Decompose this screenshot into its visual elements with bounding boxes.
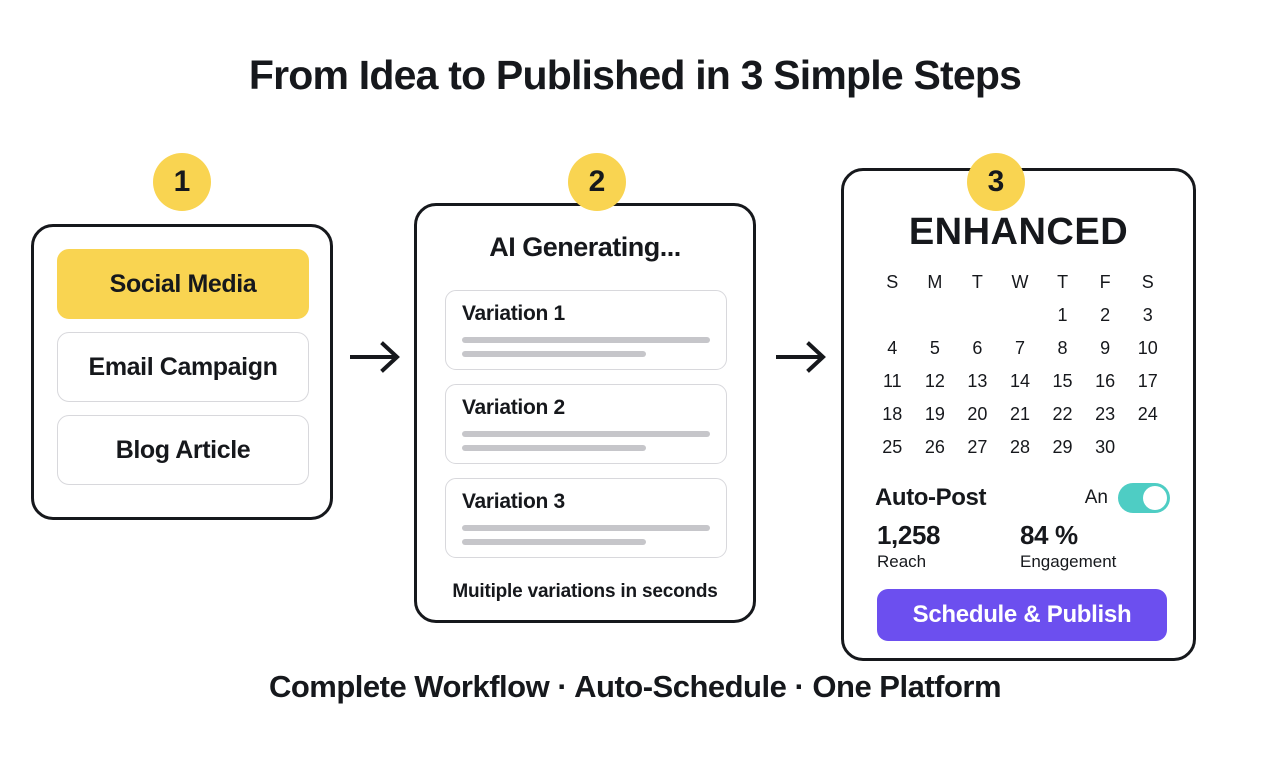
- calendar-day[interactable]: 19: [924, 404, 945, 424]
- calendar-day[interactable]: 14: [1009, 371, 1030, 391]
- calendar-day[interactable]: 9: [1100, 338, 1111, 358]
- option-social-media-label: Social Media: [109, 269, 257, 298]
- calendar-day[interactable]: 15: [1052, 371, 1073, 391]
- variations-caption: Muitiple variations in seconds: [452, 581, 718, 602]
- stat-engagement: 84 % Engagement: [1020, 520, 1163, 572]
- calendar-day[interactable]: 2: [1100, 305, 1111, 325]
- toggle-knob: [1143, 486, 1167, 510]
- calendar-weekday-header: T: [971, 272, 983, 292]
- skeleton-line: [462, 539, 646, 545]
- calendar-day[interactable]: 24: [1137, 404, 1158, 424]
- skeleton-line: [462, 525, 710, 531]
- calendar-day-empty: [914, 305, 957, 326]
- skeleton-line: [462, 445, 646, 451]
- calendar-day-empty: [956, 305, 999, 326]
- stat-reach-label: Reach: [877, 552, 927, 572]
- skeleton-line: [462, 351, 646, 357]
- variation-item-1[interactable]: Variation 1: [445, 290, 727, 370]
- calendar-weekday-header: M: [927, 272, 943, 292]
- auto-post-toggle[interactable]: [1118, 483, 1170, 513]
- calendar-weekday-header: F: [1099, 272, 1111, 292]
- enhanced-title: ENHANCED: [908, 211, 1129, 253]
- calendar-day[interactable]: 22: [1052, 404, 1073, 424]
- option-blog-article[interactable]: Blog Article: [57, 415, 309, 485]
- calendar-day[interactable]: 27: [967, 437, 988, 457]
- variation-item-3[interactable]: Variation 3: [445, 478, 727, 558]
- stats-row: 1,258 Reach 84 % Engagement: [877, 520, 1177, 572]
- auto-post-row: Auto-Post An: [875, 483, 1170, 513]
- calendar-day[interactable]: 26: [924, 437, 945, 457]
- page-title: From Idea to Published in 3 Simple Steps: [248, 52, 1022, 98]
- arrow-right-icon-1: [350, 340, 406, 374]
- calendar-day[interactable]: 10: [1137, 338, 1158, 358]
- option-email-campaign-label: Email Campaign: [88, 352, 278, 381]
- calendar-day[interactable]: 30: [1095, 437, 1116, 457]
- skeleton-line: [462, 431, 710, 437]
- calendar-day[interactable]: 17: [1137, 371, 1158, 391]
- auto-post-label: Auto-Post: [875, 484, 987, 511]
- calendar-day[interactable]: 7: [1014, 338, 1025, 358]
- calendar-weekday-header: S: [886, 272, 899, 292]
- variation-item-1-label: Variation 1: [462, 302, 565, 325]
- calendar-day[interactable]: 6: [972, 338, 983, 358]
- calendar-day[interactable]: 16: [1095, 371, 1116, 391]
- calendar-day[interactable]: 8: [1057, 338, 1068, 358]
- calendar-day[interactable]: 5: [929, 338, 940, 358]
- auto-post-control: An: [1085, 483, 1170, 513]
- variation-item-2[interactable]: Variation 2: [445, 384, 727, 464]
- calendar-day[interactable]: 1: [1057, 305, 1068, 325]
- stat-reach: 1,258 Reach: [877, 520, 1020, 572]
- arrow-right-icon-2: [776, 340, 832, 374]
- calendar-day[interactable]: 21: [1009, 404, 1030, 424]
- calendar-day[interactable]: 18: [882, 404, 903, 424]
- step-card-2: AI Generating... Variation 1 Variation 2…: [414, 203, 756, 623]
- option-blog-article-label: Blog Article: [115, 435, 251, 464]
- auto-post-toggle-text: An: [1084, 487, 1108, 508]
- calendar-day-empty: [999, 305, 1042, 326]
- calendar-day[interactable]: 28: [1009, 437, 1030, 457]
- variation-item-3-label: Variation 3: [462, 490, 565, 513]
- calendar-weekday-header: T: [1057, 272, 1069, 292]
- calendar-day-empty: [871, 305, 914, 326]
- step-badge-1: 1: [153, 153, 211, 211]
- calendar-day[interactable]: 11: [882, 371, 902, 391]
- calendar-day[interactable]: 4: [887, 338, 898, 358]
- calendar-day[interactable]: 20: [967, 404, 988, 424]
- calendar-day[interactable]: 12: [924, 371, 945, 391]
- schedule-and-publish-button[interactable]: Schedule & Publish: [877, 589, 1167, 641]
- step-badge-3: 3: [967, 153, 1025, 211]
- content-type-options: Social Media Email Campaign Blog Article: [57, 249, 309, 485]
- variation-list: Variation 1 Variation 2 Variation 3: [445, 290, 727, 558]
- step-card-1: Social Media Email Campaign Blog Article: [31, 224, 333, 520]
- variation-item-2-label: Variation 2: [462, 396, 565, 419]
- calendar-day[interactable]: 3: [1142, 305, 1153, 325]
- ai-generating-title: AI Generating...: [489, 232, 681, 262]
- calendar-day[interactable]: 25: [882, 437, 903, 457]
- stat-engagement-label: Engagement: [1020, 552, 1117, 572]
- option-email-campaign[interactable]: Email Campaign: [57, 332, 309, 402]
- footer-tagline: Complete Workflow · Auto-Schedule · One …: [268, 669, 1002, 704]
- step-badge-2: 2: [568, 153, 626, 211]
- skeleton-line: [462, 337, 710, 343]
- stat-engagement-value: 84 %: [1020, 520, 1078, 550]
- calendar-weekday-header: W: [1011, 272, 1029, 292]
- calendar-day[interactable]: 13: [967, 371, 988, 391]
- calendar-weekday-header: S: [1141, 272, 1154, 292]
- calendar-day[interactable]: 23: [1095, 404, 1116, 424]
- calendar-day[interactable]: 29: [1052, 437, 1073, 457]
- option-social-media[interactable]: Social Media: [57, 249, 309, 319]
- stat-reach-value: 1,258: [877, 520, 941, 550]
